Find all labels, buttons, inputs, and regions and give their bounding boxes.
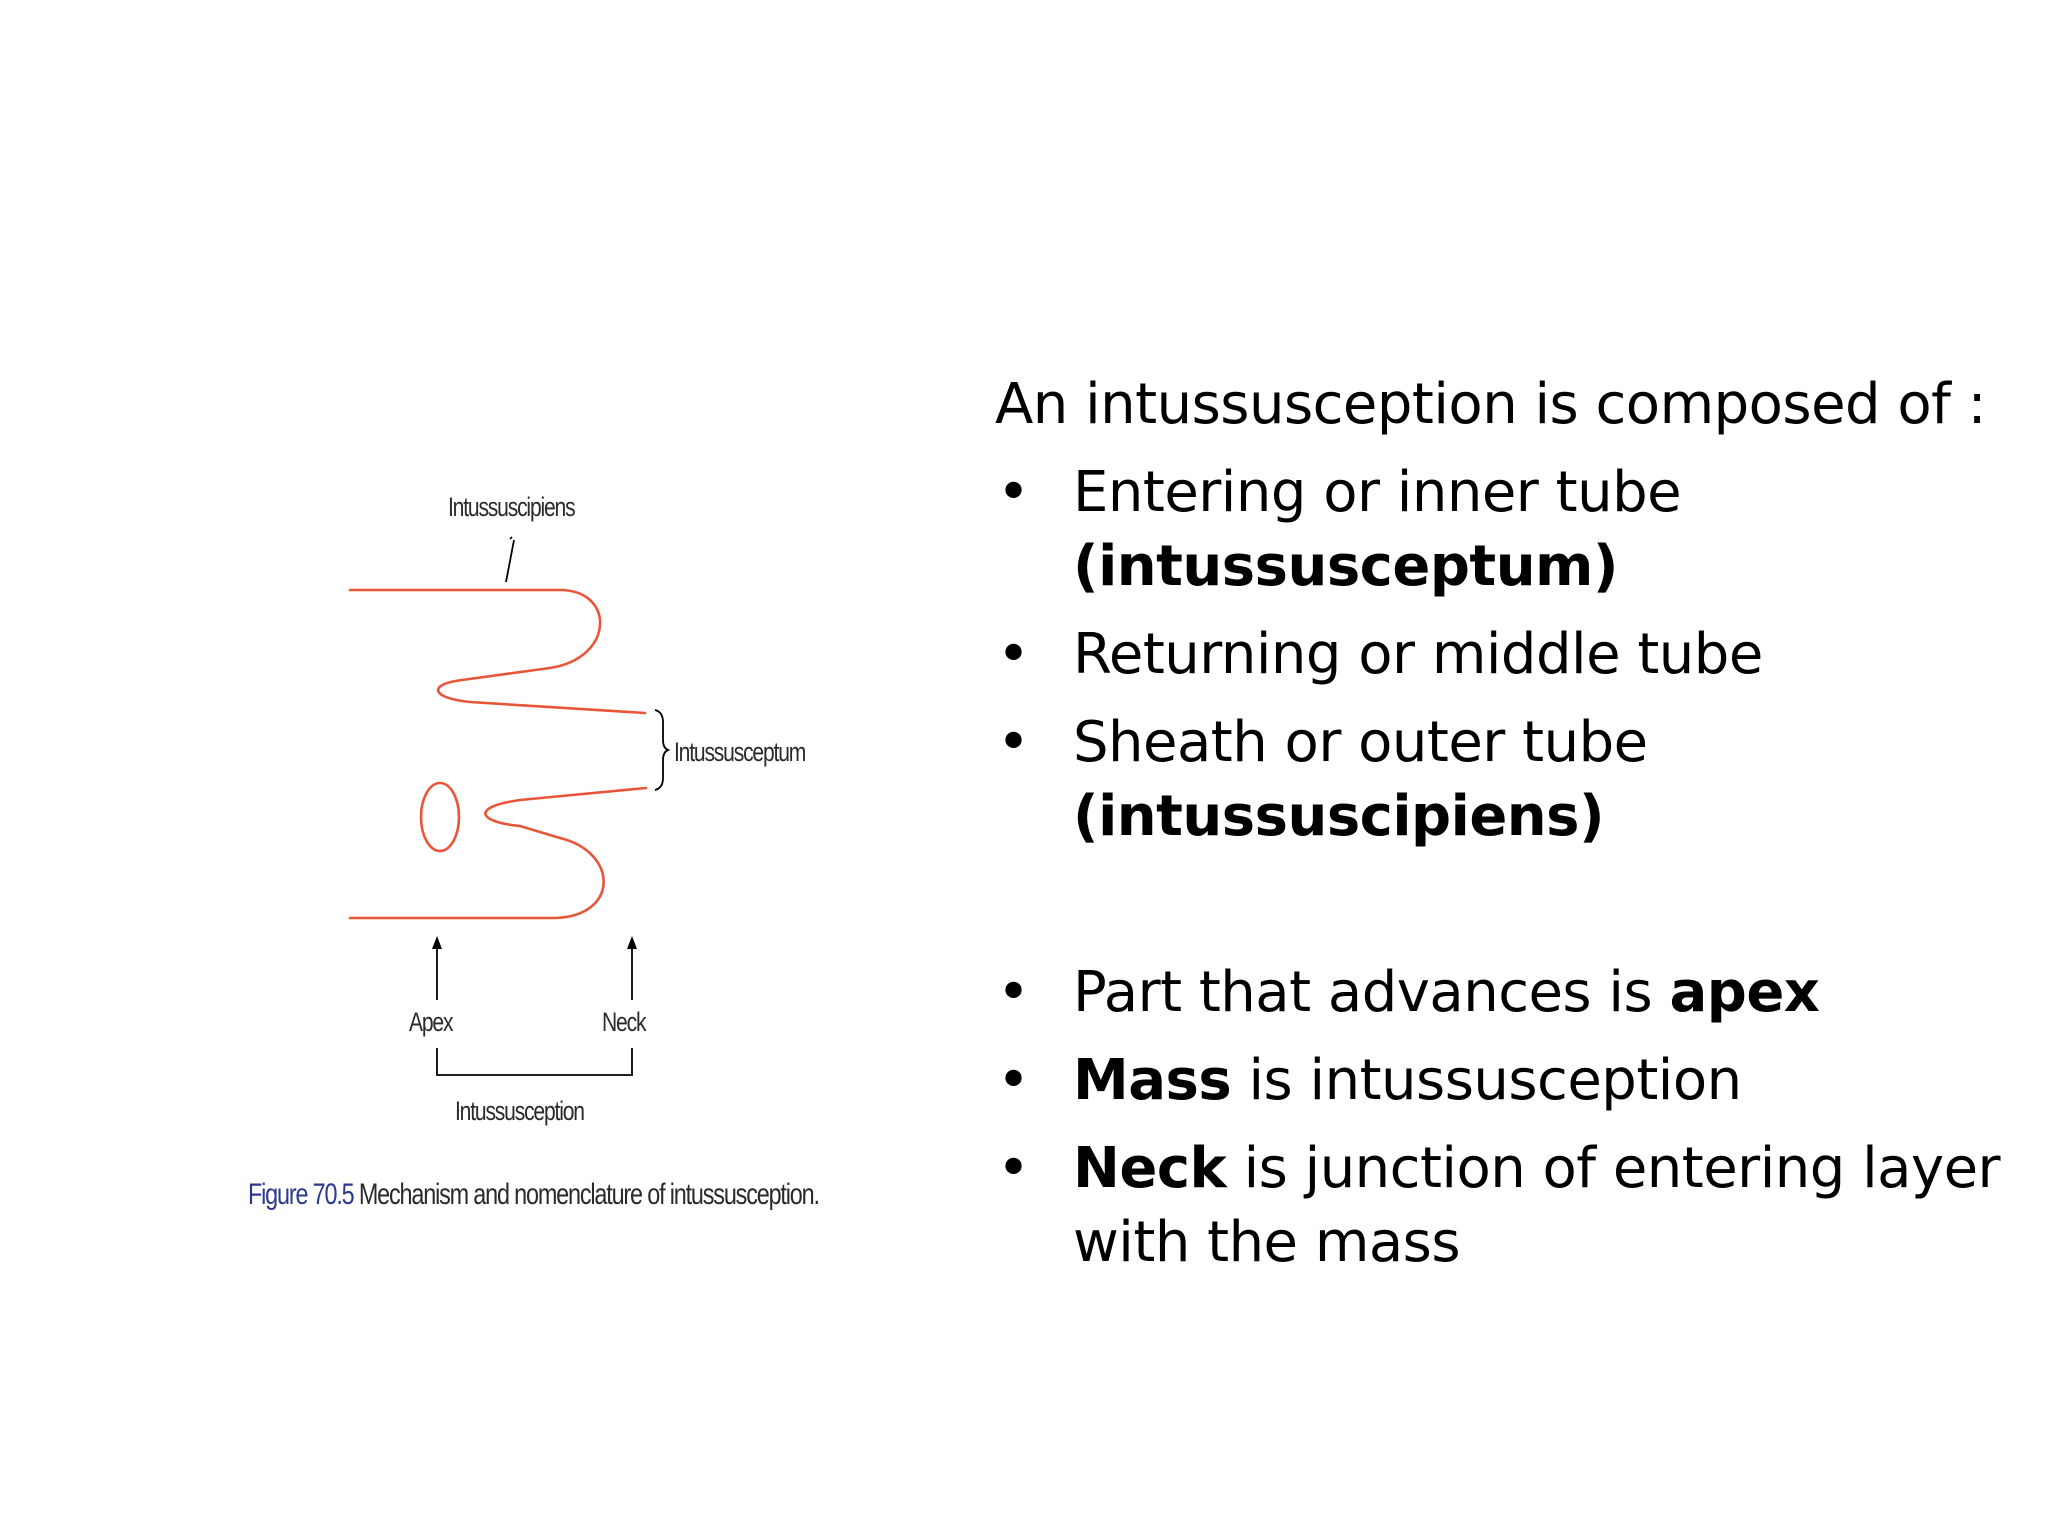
list-item-bold-term: Neck bbox=[1073, 1136, 1227, 1201]
intussuscipiens-pointer bbox=[509, 536, 513, 540]
label-neck: Neck bbox=[602, 1007, 646, 1037]
intussuscipiens-pointer-line bbox=[505, 539, 515, 583]
definitions-list: • Part that advances is apex • Mass is i… bbox=[995, 956, 2025, 1280]
inner-tube-path bbox=[348, 786, 648, 920]
list-item: • Sheath or outer tube (intussuscipiens) bbox=[995, 706, 2025, 854]
label-intussusception: Intussusception bbox=[455, 1096, 585, 1126]
figure-caption-text: Mechanism and nomenclature of intussusce… bbox=[358, 1178, 820, 1211]
text-panel: An intussusception is composed of : • En… bbox=[995, 368, 2025, 1294]
bullet-icon: • bbox=[997, 1136, 1030, 1201]
list-item-text: is intussusception bbox=[1231, 1048, 1742, 1113]
list-item: • Returning or middle tube bbox=[995, 618, 2025, 692]
list-item-text: Returning or middle tube bbox=[1073, 622, 1763, 687]
figure-caption: Figure 70.5 Mechanism and nomenclature o… bbox=[248, 1178, 820, 1212]
list-item-text: Sheath or outer tube bbox=[1073, 710, 1648, 775]
bullet-icon: • bbox=[997, 960, 1030, 1025]
bullet-icon: • bbox=[997, 622, 1030, 687]
apex-arrow-head bbox=[432, 936, 442, 949]
label-apex: Apex bbox=[409, 1007, 453, 1037]
intussusception-diagram bbox=[348, 536, 671, 1076]
apex-loop bbox=[419, 781, 461, 853]
list-item: • Entering or inner tube (intussusceptum… bbox=[995, 456, 2025, 604]
list-item-bold-term: Mass bbox=[1073, 1048, 1232, 1113]
bullet-icon: • bbox=[997, 1048, 1030, 1113]
bullet-icon: • bbox=[997, 710, 1030, 775]
intussusception-figure: Intussuscipiens Intussusceptum Apex Neck… bbox=[230, 470, 890, 1250]
list-item: • Mass is intussusception bbox=[995, 1044, 2025, 1118]
list-item-text: is junction of entering layer with the m… bbox=[1073, 1136, 2001, 1275]
bullet-icon: • bbox=[997, 460, 1030, 525]
list-item: • Neck is junction of entering layer wit… bbox=[995, 1132, 2025, 1280]
list-item: • Part that advances is apex bbox=[995, 956, 2025, 1030]
composition-list: • Entering or inner tube (intussusceptum… bbox=[995, 456, 2025, 854]
label-intussusceptum: Intussusceptum bbox=[674, 737, 806, 767]
label-intussuscipiens: Intussuscipiens bbox=[448, 492, 576, 522]
intussusceptum-bracket bbox=[654, 709, 671, 791]
list-item-bold-term: (intussusceptum) bbox=[1073, 534, 1619, 599]
intussusception-bracket bbox=[436, 1048, 633, 1076]
intro-heading: An intussusception is composed of : bbox=[995, 372, 1987, 437]
list-item-text: Entering or inner tube bbox=[1073, 460, 1682, 525]
list-item-text: Part that advances is bbox=[1073, 960, 1670, 1025]
neck-arrow-head bbox=[627, 936, 637, 949]
outer-tube-top-path bbox=[348, 588, 647, 715]
figure-number: Figure 70.5 bbox=[248, 1178, 355, 1211]
list-item-bold-term: apex bbox=[1669, 960, 1820, 1025]
list-item-bold-term: (intussuscipiens) bbox=[1073, 784, 1605, 849]
